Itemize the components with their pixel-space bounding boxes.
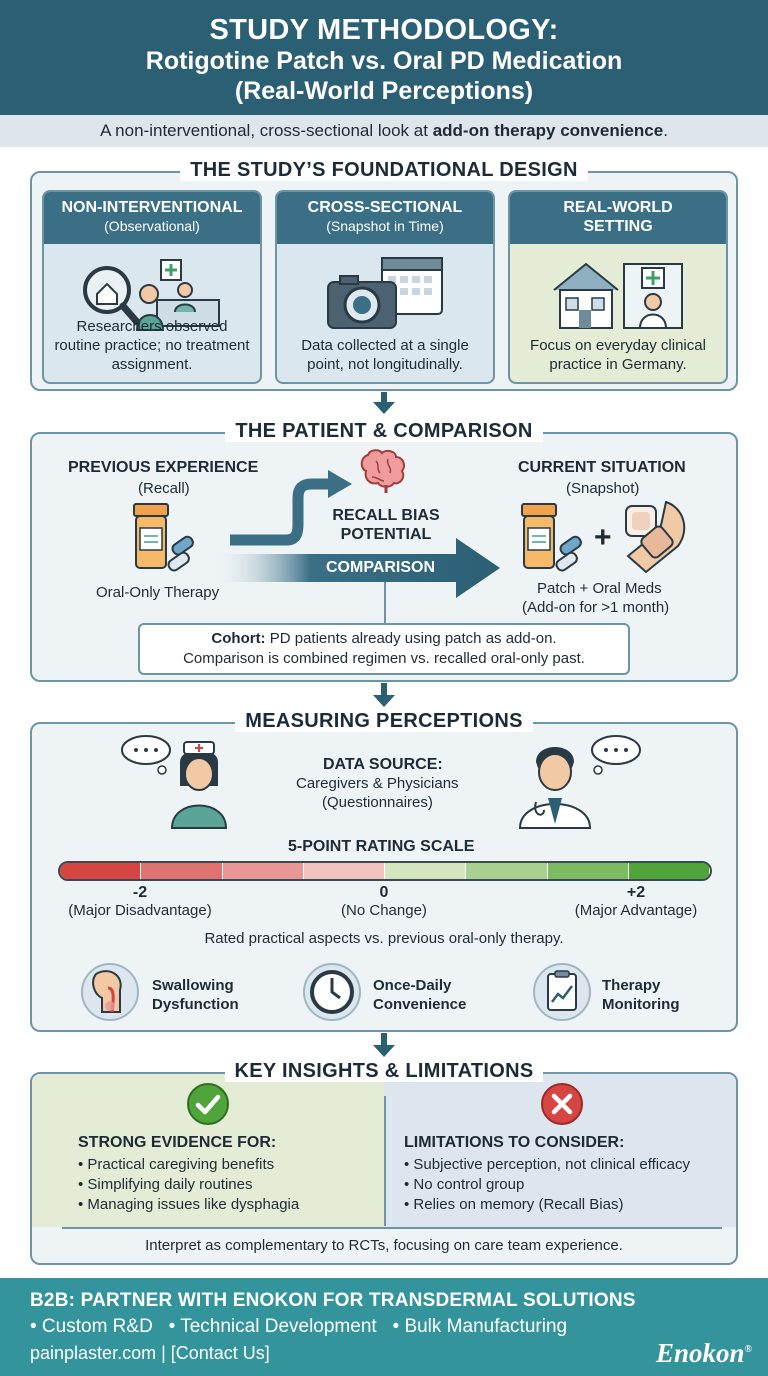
connector-arrow-3 bbox=[373, 1033, 395, 1057]
scale-label-max: +2 (Major Advantage) bbox=[574, 884, 698, 919]
connector-arrow-1 bbox=[373, 392, 395, 414]
footer-headline: B2B: PARTNER WITH ENOKON FOR TRANSDERMAL… bbox=[30, 1290, 636, 1311]
current-title: CURRENT SITUATION bbox=[518, 459, 686, 476]
pill-bottle-icon-2 bbox=[518, 502, 588, 579]
limit-title: LIMITATIONS TO CONSIDER: bbox=[404, 1134, 625, 1151]
header-banner: STUDY METHODOLOGY: Rotigotine Patch vs. … bbox=[0, 0, 768, 115]
intro-prefix: A non-interventional, cross-sectional lo… bbox=[100, 121, 433, 140]
previous-sub: (Recall) bbox=[138, 480, 190, 497]
limit-list: • Subjective perception, not clinical ef… bbox=[404, 1155, 690, 1215]
footer-contact-link[interactable]: painplaster.com | [Contact Us] bbox=[30, 1343, 270, 1363]
design-card-body-3: Focus on everyday clinical practice in G… bbox=[530, 337, 706, 373]
limit-item: • Subjective perception, not clinical ef… bbox=[404, 1156, 690, 1173]
scale-segment bbox=[547, 863, 629, 879]
intro-bar: A non-interventional, cross-sectional lo… bbox=[0, 115, 768, 147]
recall-bias-label: RECALL BIAS POTENTIAL bbox=[332, 507, 440, 543]
intro-bold: add-on therapy convenience bbox=[432, 121, 664, 140]
footer-banner: B2B: PARTNER WITH ENOKON FOR TRANSDERMAL… bbox=[0, 1278, 768, 1376]
insights-title: KEY INSIGHTS & LIMITATIONS bbox=[0, 1060, 768, 1083]
check-icon bbox=[186, 1082, 230, 1131]
limit-item: • Relies on memory (Recall Bias) bbox=[404, 1196, 624, 1213]
connector-arrow-2 bbox=[373, 683, 395, 707]
nurse-icon bbox=[118, 732, 248, 837]
doctor-icon bbox=[514, 732, 644, 837]
header-subtitle-2: (Real-World Perceptions) bbox=[234, 77, 534, 105]
design-title: THE STUDY’S FOUNDATIONAL DESIGN bbox=[0, 159, 768, 182]
brain-icon bbox=[356, 449, 412, 500]
footer-service: • Technical Development bbox=[168, 1316, 377, 1337]
source-line-1: Caregivers & Physicians bbox=[296, 775, 459, 792]
cohort-box: Cohort: PD patients already using patch … bbox=[138, 623, 630, 675]
source-title: DATA SOURCE: bbox=[323, 756, 443, 773]
insights-rule bbox=[62, 1227, 722, 1229]
footer-service: • Custom R&D bbox=[30, 1316, 153, 1337]
footer-services: • Custom R&D • Technical Development • B… bbox=[30, 1316, 567, 1338]
comparison-arrow bbox=[208, 538, 500, 598]
cohort-connector bbox=[384, 582, 386, 624]
cohort-label: Cohort: bbox=[211, 630, 266, 647]
rating-scale-bar bbox=[58, 861, 712, 881]
scale-segment bbox=[303, 863, 385, 879]
plus-sign: + bbox=[594, 521, 612, 554]
source-line-2: (Questionnaires) bbox=[322, 794, 433, 811]
scale-segment bbox=[141, 863, 223, 879]
strong-item: • Simplifying daily routines bbox=[78, 1176, 253, 1193]
scale-segment bbox=[466, 863, 548, 879]
cross-icon bbox=[540, 1082, 584, 1131]
cohort-text-1: PD patients already using patch as add-o… bbox=[265, 630, 557, 647]
scale-segment bbox=[222, 863, 304, 879]
measuring-title: MEASURING PERCEPTIONS bbox=[0, 710, 768, 733]
throat-icon bbox=[80, 962, 140, 1027]
comparison-arrow-label: COMPARISON bbox=[326, 559, 436, 576]
design-card-body-1: Researchers observed routine practice; n… bbox=[54, 318, 250, 373]
scale-title: 5-POINT RATING SCALE bbox=[288, 838, 475, 855]
design-card-body-2: Data collected at a single point, not lo… bbox=[301, 337, 469, 373]
current-caption-2: (Add-on for >1 month) bbox=[522, 599, 670, 616]
previous-caption: Oral-Only Therapy bbox=[96, 584, 220, 601]
strong-item: • Managing issues like dysphagia bbox=[78, 1196, 300, 1213]
footer-service: • Bulk Manufacturing bbox=[392, 1316, 568, 1337]
magnifier-clinic-icon bbox=[77, 250, 227, 347]
insights-divider bbox=[384, 1096, 386, 1226]
scale-label-min: -2 (Major Disadvantage) bbox=[68, 884, 212, 919]
patch-arm-icon bbox=[620, 500, 692, 579]
scale-segment bbox=[628, 863, 710, 879]
scale-segment bbox=[385, 863, 467, 879]
header-title: STUDY METHODOLOGY: bbox=[209, 14, 559, 46]
intro-suffix: . bbox=[663, 121, 668, 140]
enokon-logo: Enokon® bbox=[655, 1338, 752, 1368]
camera-calendar-icon bbox=[320, 250, 450, 347]
scale-label-mid: 0 (No Change) bbox=[341, 884, 427, 919]
insights-note: Interpret as complementary to RCTs, focu… bbox=[145, 1237, 623, 1254]
previous-title: PREVIOUS EXPERIENCE bbox=[68, 459, 259, 476]
strong-item: • Practical caregiving benefits bbox=[78, 1156, 275, 1173]
cohort-text-2: Comparison is combined regimen vs. recal… bbox=[183, 650, 585, 667]
rated-text: Rated practical aspects vs. previous ora… bbox=[204, 930, 564, 947]
scale-segment bbox=[60, 863, 142, 879]
strong-list: • Practical caregiving benefits • Simpli… bbox=[78, 1155, 299, 1215]
limit-item: • No control group bbox=[404, 1176, 525, 1193]
recall-arrow bbox=[230, 470, 352, 546]
clipboard-chart-icon bbox=[532, 962, 592, 1027]
header-subtitle-1: Rotigotine Patch vs. Oral PD Medication bbox=[145, 47, 623, 75]
strong-title: STRONG EVIDENCE FOR: bbox=[78, 1134, 277, 1151]
pill-bottle-icon bbox=[130, 502, 200, 579]
current-caption-1: Patch + Oral Meds bbox=[537, 580, 662, 597]
design-card-noninterventional: NON-INTERVENTIONAL(Observational) Resear… bbox=[42, 190, 262, 384]
house-clinic-icon bbox=[548, 250, 688, 347]
current-sub: (Snapshot) bbox=[566, 480, 640, 497]
design-card-crosssectional: CROSS-SECTIONAL(Snapshot in Time) Data c… bbox=[275, 190, 495, 384]
clock-icon bbox=[302, 962, 362, 1027]
comparison-title: THE PATIENT & COMPARISON bbox=[0, 420, 768, 443]
